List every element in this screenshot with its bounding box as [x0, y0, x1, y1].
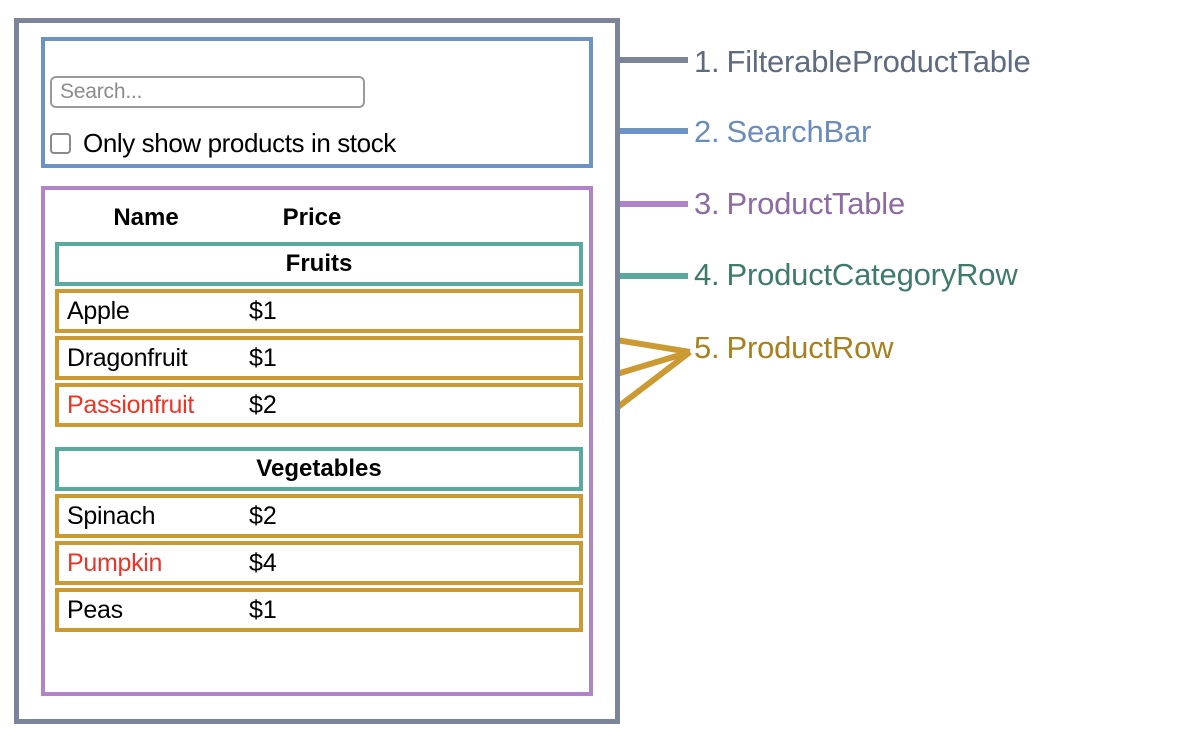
product-table-header: Name Price — [55, 196, 583, 240]
product-row: Peas $1 — [55, 588, 583, 632]
product-name: Passionfruit — [67, 390, 195, 419]
product-row: Passionfruit $2 — [55, 383, 583, 427]
legend-number: 4. — [694, 257, 720, 292]
product-name: Dragonfruit — [67, 343, 188, 372]
category-label: Fruits — [285, 250, 353, 277]
legend-item-filterable-product-table: 1.FilterableProductTable — [694, 44, 1031, 80]
product-name: Spinach — [67, 501, 156, 530]
category-label: Vegetables — [256, 455, 382, 482]
legend-number: 5. — [694, 330, 720, 365]
section-gap — [55, 427, 583, 445]
product-name: Apple — [67, 296, 130, 325]
product-row: Pumpkin $4 — [55, 541, 583, 585]
checkbox-icon[interactable] — [50, 133, 71, 154]
search-input-placeholder: Search... — [60, 80, 143, 103]
product-category-row: Vegetables — [55, 447, 583, 491]
legend-number: 3. — [694, 186, 720, 221]
in-stock-filter-row[interactable]: Only show products in stock — [50, 128, 396, 159]
legend-number: 1. — [694, 44, 720, 79]
in-stock-checkbox-label: Only show products in stock — [83, 128, 396, 158]
product-row: Apple $1 — [55, 289, 583, 333]
product-price: $1 — [249, 595, 277, 624]
product-name: Peas — [67, 595, 123, 624]
search-input[interactable]: Search... — [50, 76, 365, 108]
column-header-price: Price — [282, 204, 342, 231]
product-price: $1 — [249, 296, 277, 325]
legend-name: FilterableProductTable — [726, 44, 1031, 79]
product-category-row: Fruits — [55, 242, 583, 286]
product-row: Dragonfruit $1 — [55, 336, 583, 380]
legend-item-product-row: 5.ProductRow — [694, 330, 894, 366]
legend-item-product-table: 3.ProductTable — [694, 186, 905, 222]
legend-name: ProductRow — [726, 330, 894, 365]
product-row: Spinach $2 — [55, 494, 583, 538]
product-name: Pumpkin — [67, 548, 163, 577]
product-price: $1 — [249, 343, 277, 372]
legend-number: 2. — [694, 114, 720, 149]
product-price: $4 — [249, 548, 277, 577]
product-price: $2 — [249, 390, 277, 419]
product-price: $2 — [249, 501, 277, 530]
column-header-name: Name — [113, 204, 179, 231]
legend-item-search-bar: 2.SearchBar — [694, 114, 871, 150]
legend-item-product-category-row: 4.ProductCategoryRow — [694, 257, 1018, 293]
legend-name: ProductTable — [726, 186, 906, 221]
legend-name: SearchBar — [726, 114, 872, 149]
legend-name: ProductCategoryRow — [726, 257, 1018, 292]
product-table-content: Name Price Fruits Apple $1 Dragonfruit $… — [55, 196, 583, 632]
